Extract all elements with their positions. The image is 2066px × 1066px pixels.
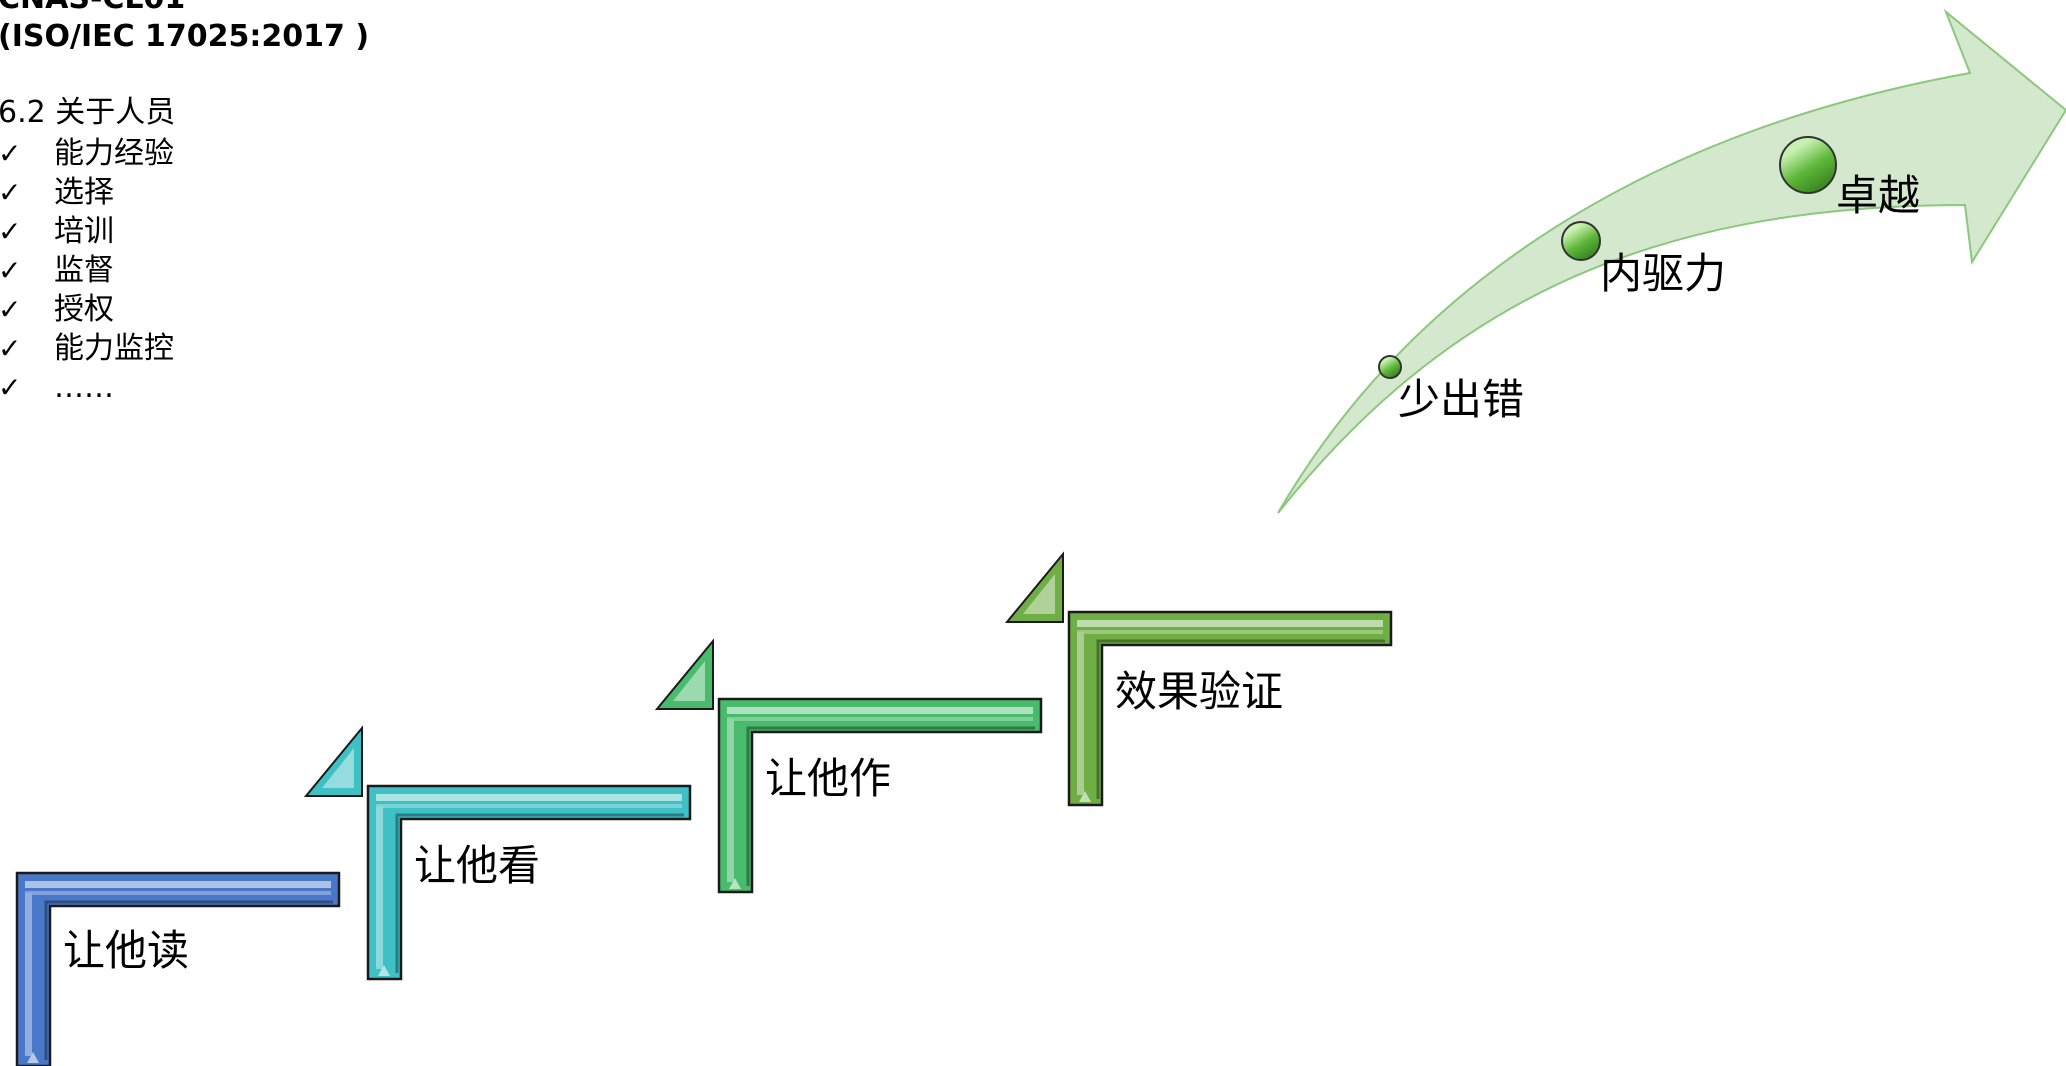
section-title: 6.2 关于人员 xyxy=(0,95,176,130)
step-highlight xyxy=(1077,620,1383,627)
list-item-label: 培训 xyxy=(54,214,114,249)
list-item: ✓ 能力经验 xyxy=(0,134,174,173)
standard-name: (ISO/IEC 17025:2017 ) xyxy=(0,19,370,54)
step-notch xyxy=(729,878,741,889)
stage-label: 少出错 xyxy=(1398,375,1524,424)
step-highlight xyxy=(727,717,1033,721)
step-highlight xyxy=(25,891,331,895)
arrow-stage: 少出错 xyxy=(1378,355,1524,424)
step: 效果验证 xyxy=(1067,610,1393,807)
checkmark-icon: ✓ xyxy=(0,371,22,404)
step-connector-highlight xyxy=(1023,574,1055,614)
standard-code: CNAS-CL01 xyxy=(0,0,185,18)
checkmark-icon: ✓ xyxy=(0,293,22,326)
checkmark-icon: ✓ xyxy=(0,215,22,248)
step-shadow xyxy=(1096,639,1385,799)
list-item: ✓ 能力监控 xyxy=(0,329,174,368)
arrow-stage: 卓越 xyxy=(1779,136,1920,220)
step-shadow xyxy=(44,900,333,1060)
step-connector-highlight xyxy=(673,661,705,701)
stage-ball xyxy=(1378,355,1402,379)
step-highlight xyxy=(1077,630,1383,634)
list-item: ✓ …… xyxy=(0,368,174,407)
checkmark-icon: ✓ xyxy=(0,137,22,170)
step-highlight xyxy=(25,893,32,1056)
arrow-stage: 内驱力 xyxy=(1561,221,1726,298)
checkmark-icon: ✓ xyxy=(0,332,22,365)
step-highlight xyxy=(727,719,734,882)
step-highlight xyxy=(376,804,682,808)
step-label: 让他作 xyxy=(765,754,891,803)
step-highlight xyxy=(376,806,383,969)
step-shadow xyxy=(746,726,1035,886)
steps-layer: 让他读 让他看 让他作 效果验证 xyxy=(15,551,1393,1066)
list-item-label: 能力经验 xyxy=(54,136,174,171)
list-item-label: …… xyxy=(54,370,114,405)
checkmark-icon: ✓ xyxy=(0,254,22,287)
list-item: ✓ 授权 xyxy=(0,290,174,329)
step-highlight xyxy=(1077,632,1084,795)
stage-label: 卓越 xyxy=(1836,171,1920,220)
step-notch xyxy=(27,1052,39,1063)
step: 让他作 xyxy=(717,551,1064,894)
list-item: ✓ 培训 xyxy=(0,212,174,251)
step-notch xyxy=(378,965,390,976)
step-label: 让他读 xyxy=(63,926,189,975)
checkmark-icon: ✓ xyxy=(0,176,22,209)
list-item-label: 能力监控 xyxy=(54,331,174,366)
personnel-requirements-list: ✓ 能力经验 ✓ 选择 ✓ 培训 ✓ 监督 ✓ 授权 ✓ 能力监控 ✓ …… xyxy=(0,134,174,407)
list-item: ✓ 监督 xyxy=(0,251,174,290)
stage-ball xyxy=(1779,136,1837,194)
step-shadow xyxy=(395,813,684,973)
step-notch xyxy=(1079,791,1091,802)
step: 让他看 xyxy=(366,638,714,981)
step: 让他读 xyxy=(15,725,363,1066)
list-item: ✓ 选择 xyxy=(0,173,174,212)
stage-label: 内驱力 xyxy=(1600,249,1726,298)
step-label: 效果验证 xyxy=(1115,667,1283,716)
step-highlight xyxy=(376,794,682,801)
list-item-label: 监督 xyxy=(54,253,114,288)
step-label: 让他看 xyxy=(414,841,540,890)
step-highlight xyxy=(25,881,331,888)
growth-arrow xyxy=(1277,8,2066,514)
list-item-label: 选择 xyxy=(54,175,114,210)
stage-ball xyxy=(1561,221,1601,261)
step-connector-highlight xyxy=(322,748,354,788)
list-item-label: 授权 xyxy=(54,292,114,327)
step-highlight xyxy=(727,707,1033,714)
